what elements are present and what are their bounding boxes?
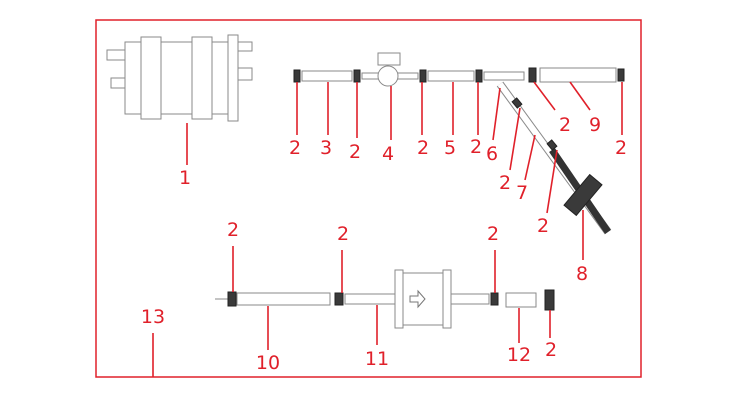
callout-3: 3 (320, 137, 332, 159)
callout-4: 4 (382, 143, 394, 165)
callout-12: 12 (507, 344, 531, 366)
callout-2: 2 (227, 219, 239, 241)
callout-2: 2 (487, 223, 499, 245)
callout-6: 6 (486, 143, 498, 165)
callout-2: 2 (537, 215, 549, 237)
part-10-pipe (236, 292, 331, 306)
part-3-pipe (301, 70, 353, 82)
part-4-valve (377, 65, 399, 87)
fitting-2 (490, 292, 499, 306)
top-pipe-row (293, 52, 625, 87)
fitting-2 (293, 69, 301, 83)
callout-9: 9 (589, 114, 601, 136)
callout-7: 7 (516, 182, 528, 204)
callout-2: 2 (470, 136, 482, 158)
callout-labels: 1 2 3 2 4 2 5 2 6 2 9 2 2 7 2 8 2 2 2 10… (141, 114, 627, 374)
fitting-2 (227, 291, 237, 307)
assembly-frame-13 (95, 19, 642, 378)
fitting-2 (353, 69, 361, 83)
callout-11: 11 (365, 348, 389, 370)
callout-2: 2 (337, 223, 349, 245)
callout-2: 2 (417, 137, 429, 159)
fitting-2 (475, 69, 483, 83)
callout-2: 2 (499, 172, 511, 194)
callout-10: 10 (256, 352, 280, 374)
callout-13: 13 (141, 306, 165, 328)
fitting-2 (334, 292, 344, 306)
callout-2: 2 (615, 137, 627, 159)
part-12-pipe (505, 292, 537, 308)
fitting-2 (544, 289, 555, 311)
callout-5: 5 (444, 137, 456, 159)
part-6-tee (483, 71, 525, 81)
callout-8: 8 (576, 263, 588, 285)
diagonal-branch (496, 81, 612, 235)
fitting-2 (528, 67, 537, 83)
callout-2: 2 (559, 114, 571, 136)
callout-2: 2 (349, 141, 361, 163)
part-9-pipe (539, 67, 617, 83)
fitting-2 (617, 68, 625, 82)
callout-1: 1 (179, 167, 191, 189)
callout-2: 2 (289, 137, 301, 159)
flow-arrow-icon (409, 289, 426, 309)
part-1-pump-block (106, 34, 253, 122)
bottom-pipe-row (215, 269, 555, 329)
part-8-flange (563, 173, 603, 217)
callout-2: 2 (545, 339, 557, 361)
leader-lines (152, 81, 623, 377)
part-5-pipe (427, 70, 475, 82)
fitting-2 (419, 69, 427, 83)
